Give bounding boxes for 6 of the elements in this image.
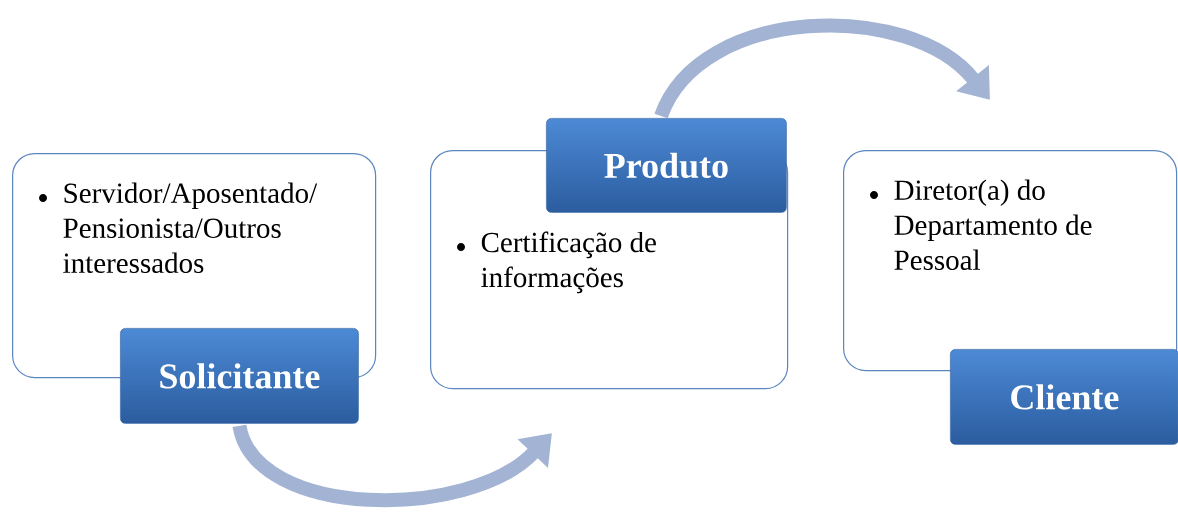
curved-arrow	[654, 18, 990, 120]
card: Diretor(a) do Departamento de Pessoal	[843, 150, 1178, 372]
label-tab: Solicitante	[120, 328, 359, 424]
label-tab: Produto	[546, 118, 787, 213]
curved-arrow	[232, 423, 552, 507]
label-tab: Cliente	[950, 349, 1178, 445]
